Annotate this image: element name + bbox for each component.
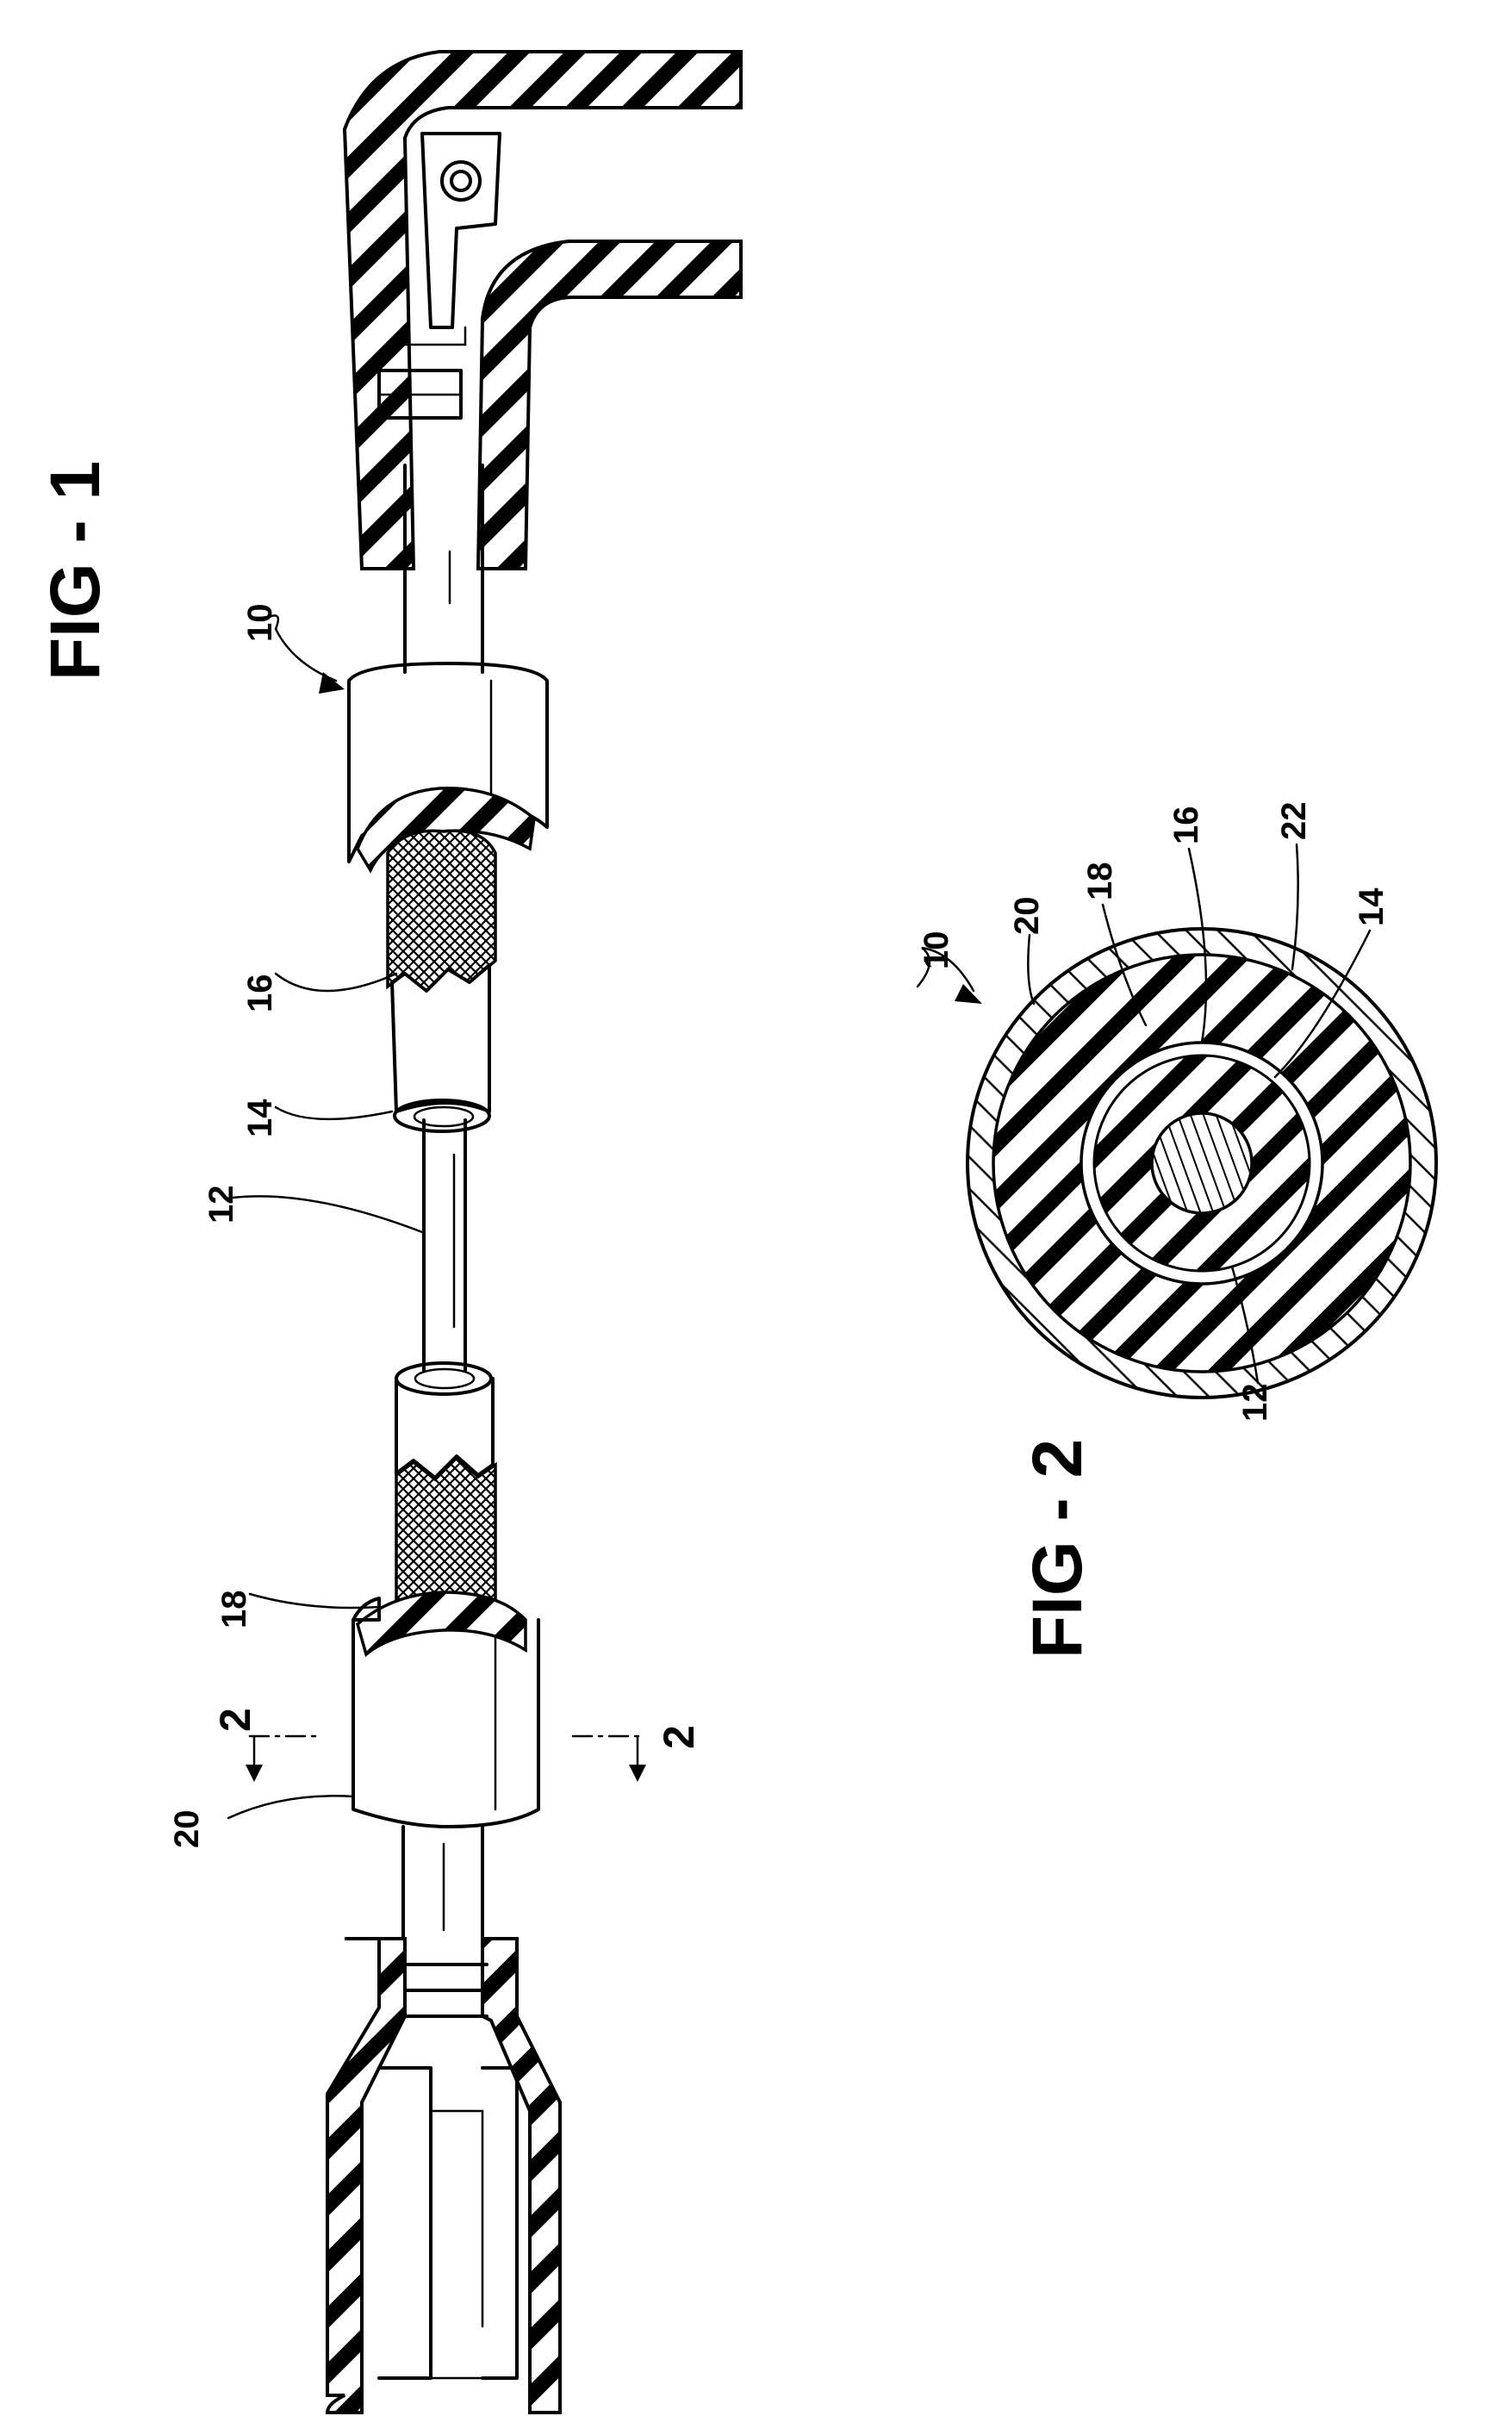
section-line: [246, 1736, 646, 1782]
lower-sleeve: [353, 1592, 538, 1827]
leader-14: [276, 1107, 392, 1119]
leader-12: [233, 1196, 422, 1232]
section-mark-left: 2: [211, 1708, 259, 1732]
lower-braid: [396, 1458, 495, 1604]
fig1-ref-12: 12: [202, 1186, 240, 1224]
fig2-ref-20: 20: [1008, 897, 1046, 936]
fig2-ref-14: 14: [1353, 887, 1391, 926]
fig2-ref-18: 18: [1081, 862, 1119, 901]
fig1-title: FIG - 1: [36, 461, 115, 681]
fig2-ref-22: 22: [1275, 802, 1313, 841]
leader-16: [276, 974, 396, 991]
fig2-ref-12: 12: [1236, 1384, 1274, 1423]
core-conductor: [1152, 1113, 1252, 1213]
leader-18: [250, 1594, 379, 1608]
fig2-ref-10: 10: [918, 931, 955, 970]
fig1-ref-20: 20: [168, 1810, 206, 1849]
lower-cable: [403, 1827, 482, 1965]
arrow-fig2-10: [955, 984, 982, 1004]
straight-boot: [327, 1939, 560, 2413]
fig1-drawing: [228, 52, 741, 2413]
fig2-title: FIG - 2: [1018, 1439, 1097, 1659]
fig1-ref-10: 10: [241, 604, 279, 643]
lower-inner-layer: [396, 1363, 493, 1478]
arrow-10: [319, 672, 345, 694]
leader-20: [228, 1796, 353, 1818]
upper-braid: [388, 831, 495, 991]
fig2-cross-section: [918, 844, 1436, 1398]
upper-cable: [405, 465, 482, 672]
section-mark-right: 2: [655, 1725, 703, 1749]
fig1-ref-18: 18: [215, 1591, 253, 1629]
conductor: [424, 1120, 465, 1370]
fig1-ref-14: 14: [241, 1099, 279, 1137]
upper-inner-layer: [392, 965, 489, 1131]
leader-fig2-20: [1028, 935, 1034, 1004]
fig2-ref-16: 16: [1167, 806, 1205, 845]
fig1-ref-16: 16: [241, 974, 279, 1013]
